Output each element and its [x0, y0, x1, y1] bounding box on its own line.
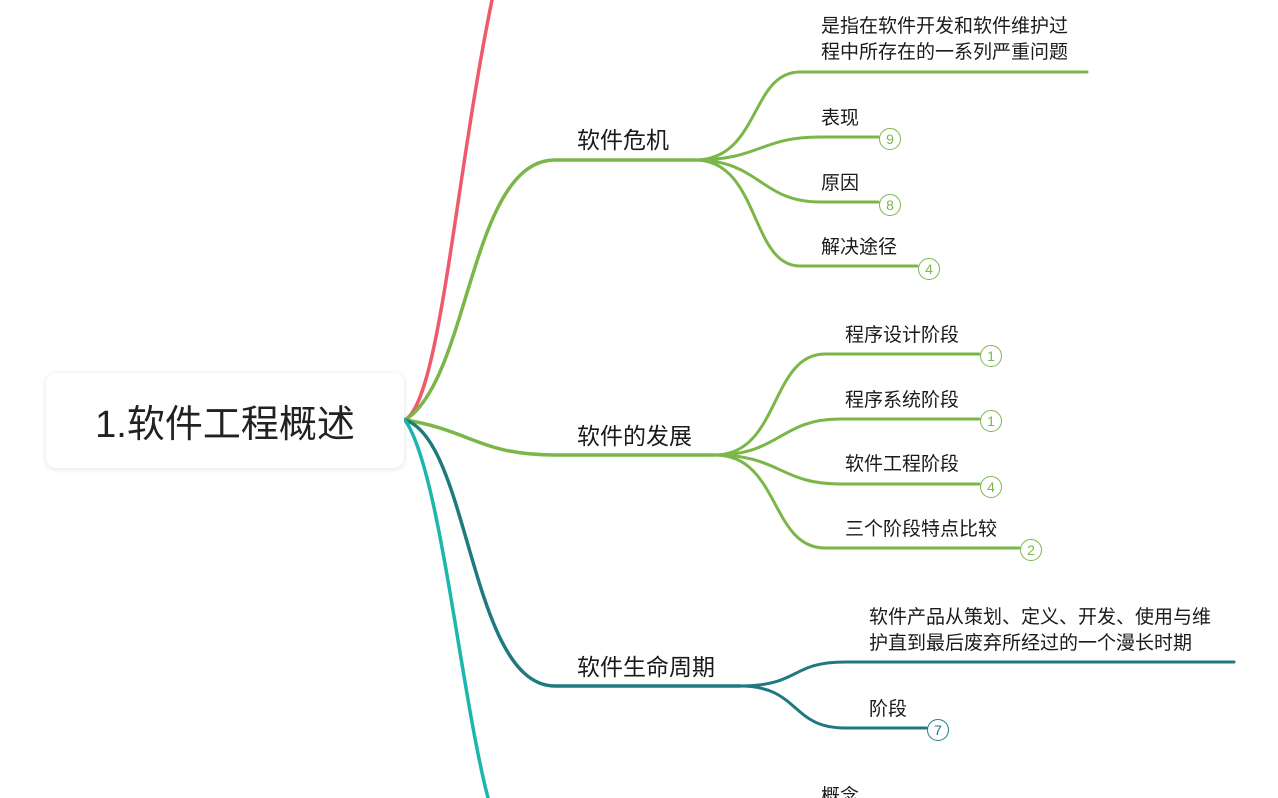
- connector-root-lifecycle: [403, 418, 742, 688]
- crisis-item-solution[interactable]: 解决途径: [821, 237, 898, 258]
- collapse-count-badge[interactable]: 2: [1020, 539, 1042, 561]
- connector-lifecycle-item-1: [738, 684, 928, 730]
- collapse-count-badge[interactable]: 9: [879, 128, 901, 150]
- collapse-count-badge[interactable]: 1: [980, 345, 1002, 367]
- collapse-count-badge[interactable]: 7: [927, 719, 949, 741]
- lifecycle-definition-line2[interactable]: 护直到最后废弃所经过的一个漫长时期: [869, 633, 1193, 654]
- connector-lifecycle-definition: [738, 660, 1236, 688]
- topic-software-lifecycle[interactable]: 软件生命周期: [577, 654, 715, 680]
- collapse-count-badge[interactable]: 1: [980, 410, 1002, 432]
- root-topic[interactable]: 1.软件工程概述: [46, 373, 404, 468]
- collapse-count-badge[interactable]: 4: [980, 476, 1002, 498]
- topic-software-crisis[interactable]: 软件危机: [577, 127, 669, 153]
- lifecycle-definition-line1[interactable]: 软件产品从策划、定义、开发、使用与维: [869, 607, 1212, 628]
- dev-item-program-system[interactable]: 程序系统阶段: [845, 390, 960, 411]
- topic-concept-partial[interactable]: 概念: [821, 786, 860, 798]
- dev-item-program-design[interactable]: 程序设计阶段: [845, 325, 960, 346]
- crisis-definition-line1[interactable]: 是指在软件开发和软件维护过: [821, 16, 1069, 37]
- collapse-count-badge[interactable]: 4: [918, 258, 940, 280]
- collapse-count-badge[interactable]: 8: [879, 194, 901, 216]
- connector-crisis-item-1: [693, 135, 880, 162]
- topic-software-development[interactable]: 软件的发展: [577, 423, 692, 449]
- connector-root-crisis: [403, 158, 697, 422]
- connector-dev-item-4: [713, 453, 1021, 550]
- connector-root-red: [403, 0, 494, 422]
- connector-dev-item-3: [713, 453, 981, 486]
- lifecycle-item-stages[interactable]: 阶段: [869, 699, 908, 720]
- connector-crisis-definition: [693, 70, 1089, 162]
- dev-item-software-engineering[interactable]: 软件工程阶段: [845, 454, 960, 475]
- crisis-item-manifestation[interactable]: 表现: [821, 108, 860, 129]
- crisis-definition-line2[interactable]: 程中所存在的一系列严重问题: [821, 42, 1069, 63]
- crisis-item-cause[interactable]: 原因: [821, 173, 860, 194]
- connector-crisis-item-3: [693, 158, 919, 268]
- connector-root-development: [403, 418, 717, 457]
- dev-item-comparison[interactable]: 三个阶段特点比较: [845, 519, 998, 540]
- connector-root-next: [403, 418, 490, 798]
- connector-dev-item-2: [713, 417, 981, 457]
- connector-crisis-item-2: [693, 158, 880, 204]
- connector-dev-item-1: [713, 352, 981, 457]
